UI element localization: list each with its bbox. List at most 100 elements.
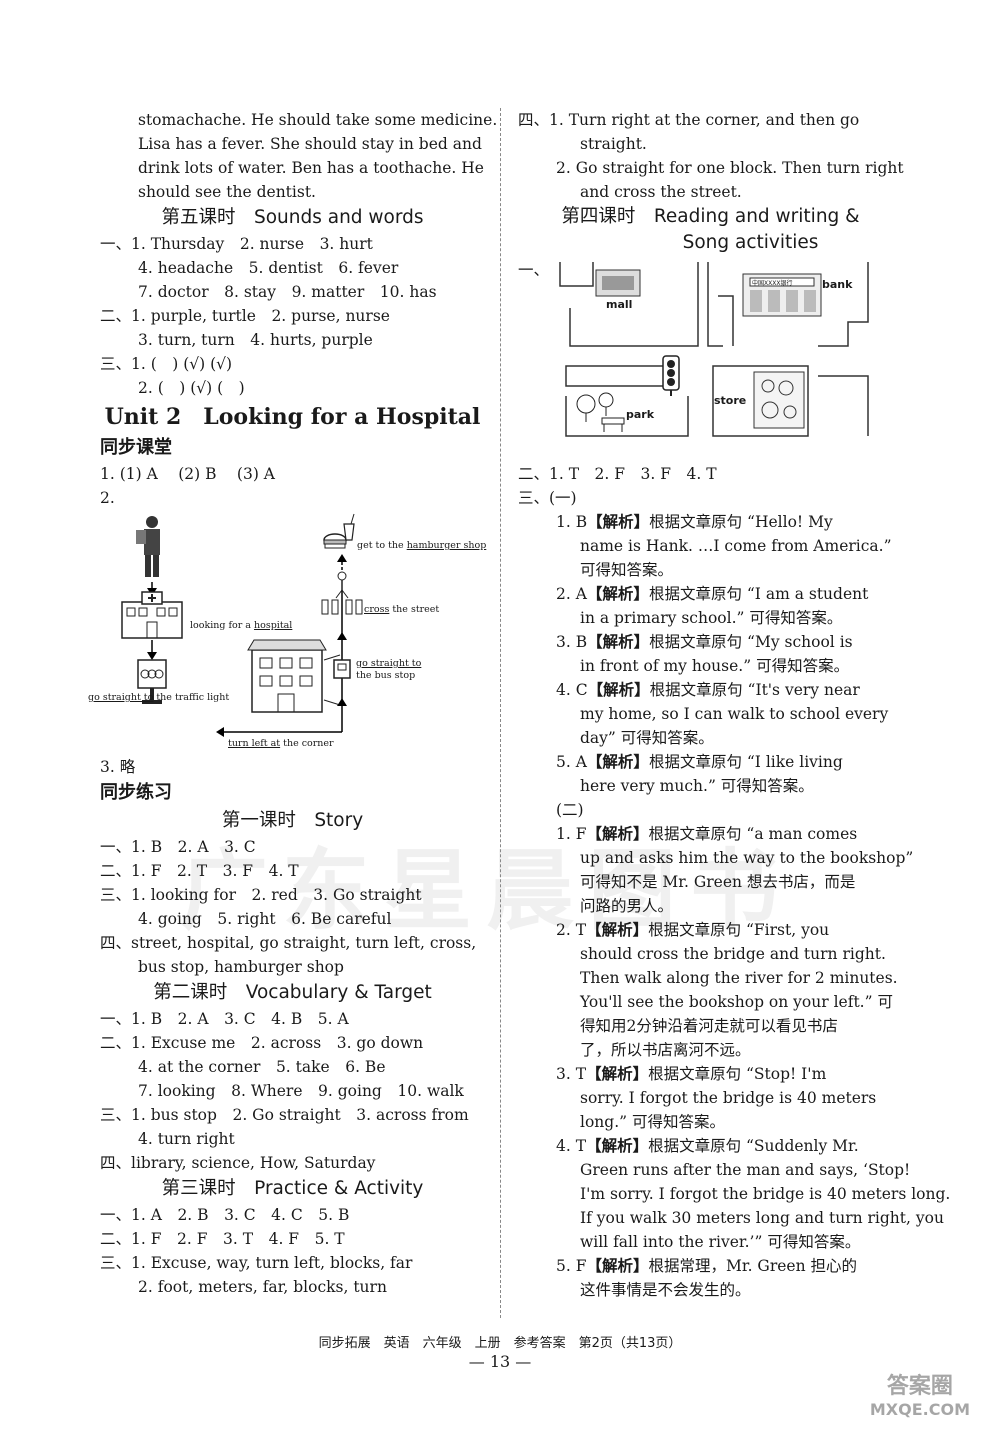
crosswalk-icon <box>321 571 363 615</box>
analysis-tag: 【解析】 <box>586 921 649 939</box>
label-hamburger-shop: get to the hamburger shop <box>357 540 486 551</box>
answer-item-continuation: in a primary school.” 可得知答案。 <box>580 609 843 627</box>
answer-item-continuation: 了，所以书店离河不远。 <box>580 1041 751 1059</box>
label-hospital: looking for a hospital <box>190 620 292 631</box>
answer: 2. Go straight <box>232 1106 341 1124</box>
label-text: the corner <box>280 738 334 749</box>
answer-item-continuation: Then walk along the river for 2 minutes. <box>580 969 898 987</box>
answer-item-continuation: day” 可得知答案。 <box>580 729 714 747</box>
answer: 3. F <box>222 862 254 880</box>
label-text-underlined: hamburger shop <box>406 540 487 551</box>
answer: 2. B <box>177 1206 209 1224</box>
lesson2-title: 第二课时 Vocabulary & Target <box>153 982 432 1003</box>
answer-item-continuation: 问路的男人。 <box>580 897 674 915</box>
answer: 三、1. bus stop <box>100 1106 217 1124</box>
answer: straight. <box>580 135 647 153</box>
answer: 2. purse, nurse <box>271 307 390 325</box>
answer: 5. T <box>314 1230 345 1248</box>
lesson4-title-line1: 第四课时 Reading and writing & <box>561 206 860 227</box>
answer-item-continuation: I'm sorry. I forgot the bridge is 40 met… <box>580 1185 951 1203</box>
answer-item-continuation: 这件事情是不会发生的。 <box>580 1281 751 1299</box>
answer: 四、library, science, How, Saturday <box>100 1154 376 1172</box>
answer: 9. matter <box>291 283 365 301</box>
lesson3-title: 第三课时 Practice & Activity <box>161 1178 424 1199</box>
analysis-tag: 【解析】 <box>586 825 649 843</box>
part2-heading: (二) <box>556 801 584 819</box>
label-text: looking for a <box>190 620 254 631</box>
map-label-store: store <box>714 394 747 407</box>
page-footer: 同步拓展 英语 六年级 上册 参考答案 第2页（共13页） <box>318 1336 682 1351</box>
bank-sign-text: 中国XXXX银行 <box>752 280 793 287</box>
traffic-light-icon <box>662 355 680 396</box>
section-sync-class: 同步课堂 <box>100 437 172 458</box>
town-map: 一、 <box>518 256 903 456</box>
answer: 8. stay <box>224 283 277 301</box>
analysis-tag: 【解析】 <box>586 1065 649 1083</box>
answer: 4. turn right <box>138 1130 235 1148</box>
answer-item-continuation: Green runs after the man and says, ‘Stop… <box>580 1161 911 1179</box>
answer-item-continuation: name is Hank. …I come from America.” <box>580 537 892 555</box>
answer-item-first-line: 5. A【解析】根据文章原句 “I like living <box>556 753 843 771</box>
answer-item-continuation: sorry. I forgot the bridge is 40 meters <box>580 1089 877 1107</box>
answer: 2. nurse <box>239 235 305 253</box>
answer-item-continuation: here very much.” 可得知答案。 <box>580 777 814 795</box>
answer: 4. B <box>271 1010 303 1028</box>
answer: 3. C <box>224 1206 256 1224</box>
route-diagram: get to the hamburger shop looking for a … <box>88 510 492 749</box>
analysis-tag: 【解析】 <box>587 681 650 699</box>
mall-building-icon <box>595 269 641 297</box>
answer: 2. across <box>250 1034 322 1052</box>
text-line: Lisa has a fever. She should stay in bed… <box>138 135 482 153</box>
answer: 5. dentist <box>248 259 323 277</box>
lesson5-title: 第五课时 Sounds and words <box>161 207 424 228</box>
answer: 二、1. F <box>100 862 162 880</box>
lesson4-title-line2: Song activities <box>682 232 819 253</box>
answer: 6. fever <box>338 259 399 277</box>
answer: 一、1. B <box>100 838 163 856</box>
answer-item-first-line: 4. C【解析】根据文章原句 “It's very near <box>556 681 860 699</box>
section3-heading: 三、(一) <box>518 489 577 507</box>
answer-item-first-line: 1. F【解析】根据文章原句 “a man comes <box>556 825 858 843</box>
answer: 三、1. ( ) (√) (√) <box>100 355 233 373</box>
answer: 2. ( ) (√) ( ) <box>138 379 245 397</box>
lesson4-title: 第四课时 Reading and writing & Song activiti… <box>518 204 903 256</box>
q1-answers: 1. (1) A (2) B (3) A <box>100 465 275 483</box>
answer: and cross the street. <box>580 183 742 201</box>
label-text: the bus stop <box>356 670 416 681</box>
answer: 四、street, hospital, go straight, turn le… <box>100 934 477 952</box>
answer: 6. Be <box>345 1058 386 1076</box>
answer: 3. go down <box>336 1034 424 1052</box>
answer: 4. at the corner <box>138 1058 261 1076</box>
left-column: stomachache. He should take some medicin… <box>88 108 497 1299</box>
analysis-tag: 【解析】 <box>587 513 650 531</box>
answer: 8. Where <box>231 1082 303 1100</box>
answer: 三、1. looking for <box>100 886 236 904</box>
answer: 4. C <box>271 1206 303 1224</box>
map-label-bank: bank <box>822 278 853 291</box>
store-goods-icon <box>753 371 805 429</box>
answer-item-continuation: my home, so I can walk to school every <box>580 705 889 723</box>
label-corner: turn left at the corner <box>228 738 334 749</box>
answer-item-continuation: will fall into the river.’” 可得知答案。 <box>580 1233 861 1251</box>
answer: 10. walk <box>397 1082 464 1100</box>
answer: 6. Be careful <box>291 910 392 928</box>
answer: 4. going <box>138 910 202 928</box>
intro-paragraph: stomachache. He should take some medicin… <box>100 108 497 204</box>
answer: 7. looking <box>138 1082 216 1100</box>
label-text: the traffic light <box>153 692 230 703</box>
unit-title: Unit 2 Looking for a Hospital <box>104 404 481 430</box>
answer-item-first-line: 2. T【解析】根据文章原句 “First, you <box>556 921 830 939</box>
answer-item-continuation: in front of my house.” 可得知答案。 <box>580 657 850 675</box>
drink-cup-icon <box>343 513 355 541</box>
answer-item-continuation: should cross the bridge and turn right. <box>580 945 886 963</box>
answer-item-continuation: You'll see the bookshop on your left.” 可 <box>580 993 893 1011</box>
stamp-url: MXQE.COM <box>869 1400 970 1419</box>
answer: 4. F <box>268 1230 300 1248</box>
analysis-tag: 【解析】 <box>586 585 649 603</box>
answer: 2. F <box>177 1230 208 1248</box>
answer: bus stop, hamburger shop <box>138 958 344 976</box>
answer: 4. T <box>268 862 299 880</box>
bench-icon <box>601 417 625 432</box>
text-line: drink lots of water. Ben has a toothache… <box>138 159 484 177</box>
